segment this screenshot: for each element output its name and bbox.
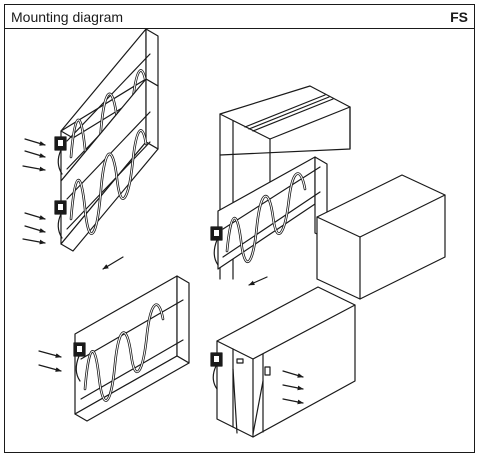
heater-module-lower — [54, 78, 159, 252]
terminal-box-icon — [210, 352, 223, 367]
airflow-arrow-icon — [38, 350, 62, 372]
product-code: FS — [450, 9, 468, 25]
stacked-heater-assembly — [22, 29, 159, 270]
diagram-title: Mounting diagram — [11, 9, 124, 25]
duct-mounted-assembly — [210, 85, 446, 300]
cabinet-heater-assembly — [210, 286, 356, 438]
insertion-arrow — [248, 276, 268, 286]
duct-heater-module — [210, 156, 328, 270]
terminal-box-icon — [54, 200, 67, 215]
airflow-arrow-icon — [282, 370, 304, 405]
airflow-arrow-icon — [22, 138, 46, 245]
insertion-arrow — [102, 256, 124, 270]
mounting-illustration — [22, 29, 446, 438]
diagram-frame: Mounting diagram FS — [4, 4, 475, 453]
duct-section-front — [316, 174, 446, 300]
terminal-box-icon — [210, 226, 223, 241]
single-heater-assembly — [38, 275, 190, 422]
terminal-box-icon — [73, 342, 86, 357]
terminal-box-icon — [54, 136, 67, 151]
diagram-header: Mounting diagram FS — [5, 5, 474, 29]
